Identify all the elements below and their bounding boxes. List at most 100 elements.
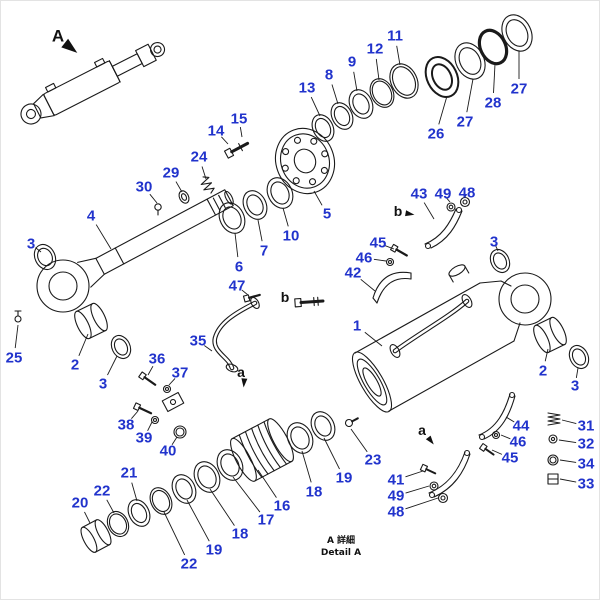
leader-lines-layer xyxy=(14,38,579,556)
leader-line xyxy=(495,245,499,252)
part-snap-ring xyxy=(33,243,57,271)
part-ring xyxy=(242,190,268,220)
callout-33: 33 xyxy=(577,475,595,493)
leader-line xyxy=(493,63,496,94)
leader-line xyxy=(364,331,383,347)
leader-line xyxy=(221,136,229,145)
leader-line xyxy=(95,224,112,250)
callout-23: 23 xyxy=(364,451,382,469)
callout-41: 41 xyxy=(387,471,405,489)
callout-15: 15 xyxy=(230,110,248,128)
leader-line xyxy=(323,437,340,470)
leader-line xyxy=(559,459,577,463)
leader-line xyxy=(175,181,183,193)
part-bushing xyxy=(74,302,108,340)
leader-line xyxy=(464,194,467,198)
part-cylinder-barrel xyxy=(351,264,552,413)
part-band-clamp-lower xyxy=(428,449,471,499)
callout-34: 34 xyxy=(577,455,595,473)
callout-19: 19 xyxy=(205,541,223,559)
leader-line xyxy=(201,166,207,180)
part-grease-fitting xyxy=(14,310,22,323)
part-ring xyxy=(110,334,132,360)
detail-caption-jp: A 詳細 xyxy=(326,536,356,546)
part-ring xyxy=(106,510,130,538)
callout-47: 47 xyxy=(228,277,246,295)
leader-line xyxy=(241,289,249,296)
part-seal xyxy=(311,114,335,142)
callout-13: 13 xyxy=(298,79,316,97)
leader-line xyxy=(353,71,358,92)
callout-12: 12 xyxy=(366,40,384,58)
part-o-ring xyxy=(477,28,509,66)
leader-line xyxy=(147,365,154,376)
leader-line xyxy=(373,258,387,262)
leader-line xyxy=(232,476,261,513)
part-bushing xyxy=(533,316,567,354)
leader-line xyxy=(491,449,503,455)
part-nut xyxy=(446,202,456,212)
callout-6: 6 xyxy=(234,258,244,276)
callout-1: 1 xyxy=(352,317,362,335)
callout-10: 10 xyxy=(282,227,300,245)
part-valve-block xyxy=(161,391,185,413)
leader-line xyxy=(405,497,439,510)
view-marker-b: b xyxy=(280,289,290,305)
callout-43: 43 xyxy=(410,185,428,203)
callout-29: 29 xyxy=(162,164,180,182)
part-bolt xyxy=(138,371,157,386)
leader-line xyxy=(234,232,239,258)
part-seal xyxy=(330,102,354,130)
leader-line xyxy=(310,96,321,117)
part-cylinder-head xyxy=(274,127,336,195)
leader-line xyxy=(558,439,577,443)
pointer-arrow xyxy=(61,38,78,53)
part-hose-clamp xyxy=(372,271,412,304)
leader-line xyxy=(257,469,277,498)
callout-24: 24 xyxy=(190,148,208,166)
callout-18: 18 xyxy=(231,525,249,543)
leader-line xyxy=(239,127,243,138)
part-ring xyxy=(568,344,590,370)
callout-27: 27 xyxy=(510,80,528,98)
leader-line xyxy=(163,511,186,556)
part-o-ring xyxy=(547,454,559,466)
part-seal xyxy=(369,78,395,108)
callout-19: 19 xyxy=(335,469,353,487)
part-spring xyxy=(547,412,561,426)
callout-3: 3 xyxy=(98,375,108,393)
pointer-arrow xyxy=(241,378,248,388)
callout-5: 5 xyxy=(322,205,332,223)
part-bolt xyxy=(390,243,408,257)
leader-line xyxy=(168,378,176,386)
callout-44: 44 xyxy=(512,417,530,435)
leader-line xyxy=(423,202,435,220)
callout-4: 4 xyxy=(86,207,96,225)
leader-line xyxy=(396,45,401,66)
part-bolt-b xyxy=(294,296,325,308)
part-ring xyxy=(218,202,246,234)
part-ring xyxy=(127,499,151,527)
callout-45: 45 xyxy=(369,234,387,252)
part-washer xyxy=(548,434,558,444)
callout-48: 48 xyxy=(458,184,476,202)
part-ring xyxy=(454,42,486,80)
callout-20: 20 xyxy=(71,494,89,512)
callout-22: 22 xyxy=(93,482,111,500)
callout-11: 11 xyxy=(387,27,403,45)
callout-28: 28 xyxy=(484,94,502,112)
view-marker-a: a xyxy=(237,364,245,380)
leader-line xyxy=(313,190,323,206)
leader-line xyxy=(209,488,235,526)
callout-9: 9 xyxy=(347,53,357,71)
leader-line xyxy=(445,197,451,203)
part-washer xyxy=(150,415,160,425)
leader-line xyxy=(505,416,515,423)
leader-line xyxy=(186,499,210,542)
part-clamp-bracket xyxy=(424,206,463,250)
part-bolt xyxy=(419,463,437,475)
leader-line xyxy=(131,410,139,419)
part-piston-rod xyxy=(36,189,234,313)
callout-46: 46 xyxy=(509,433,527,451)
